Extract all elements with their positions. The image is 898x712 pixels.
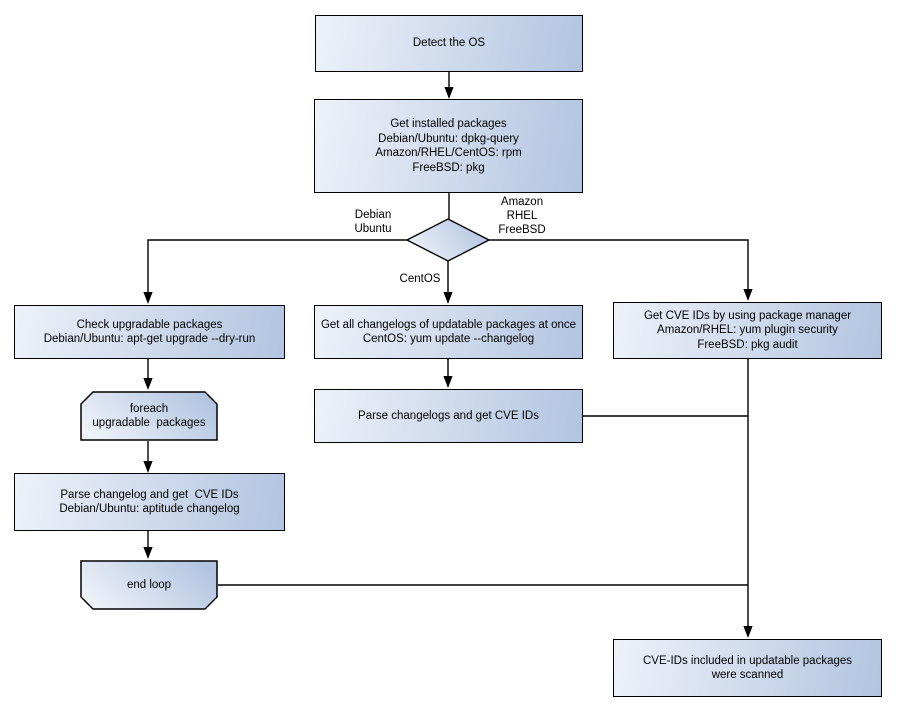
node-parse-changelogs-centos-label: Parse changelogs and get CVE IDs [358, 409, 539, 422]
node-parse-changelog-debian-label: Parse changelog and get CVE IDs Debian/U… [59, 488, 240, 516]
node-scanned-result: CVE-IDs included in updatable packages w… [613, 639, 882, 697]
node-foreach-loop-label: foreach upgradable packages [92, 402, 206, 430]
node-parse-changelogs-centos: Parse changelogs and get CVE IDs [314, 389, 583, 443]
node-check-upgradable-packages: Check upgradable packages Debian/Ubuntu:… [14, 305, 285, 359]
node-detect-os-label: Detect the OS [412, 37, 486, 50]
node-get-all-changelogs-label: Get all changelogs of updatable packages… [320, 318, 577, 346]
edge-label-amazon-rhel-freebsd: Amazon RHEL FreeBSD [498, 196, 546, 236]
node-get-installed-packages: Get installed packages Debian/Ubuntu: dp… [314, 99, 583, 193]
node-end-loop: end loop [80, 560, 218, 610]
node-check-upgradable-packages-label: Check upgradable packages Debian/Ubuntu:… [43, 318, 256, 346]
node-get-cve-ids-pkg-manager-label: Get CVE IDs by using package manager Ama… [643, 309, 852, 351]
node-parse-changelog-debian: Parse changelog and get CVE IDs Debian/U… [14, 473, 285, 531]
node-foreach-loop: foreach upgradable packages [80, 391, 218, 441]
node-get-cve-ids-pkg-manager: Get CVE IDs by using package manager Ama… [613, 302, 882, 359]
node-get-all-changelogs: Get all changelogs of updatable packages… [314, 305, 583, 359]
node-scanned-result-label: CVE-IDs included in updatable packages w… [642, 654, 853, 682]
node-detect-os: Detect the OS [315, 15, 583, 72]
edge-label-centos: CentOS [399, 273, 441, 285]
edge-label-debian-ubuntu: Debian Ubuntu [354, 209, 392, 235]
connector-lines [147, 71, 749, 626]
end-loop-shape [80, 560, 218, 610]
node-end-loop-label: end loop [126, 578, 172, 591]
arrowheads [143, 87, 753, 638]
node-get-installed-packages-label: Get installed packages Debian/Ubuntu: dp… [375, 118, 522, 174]
foreach-loop-shape [80, 391, 218, 441]
os-decision-diamond [405, 218, 491, 262]
